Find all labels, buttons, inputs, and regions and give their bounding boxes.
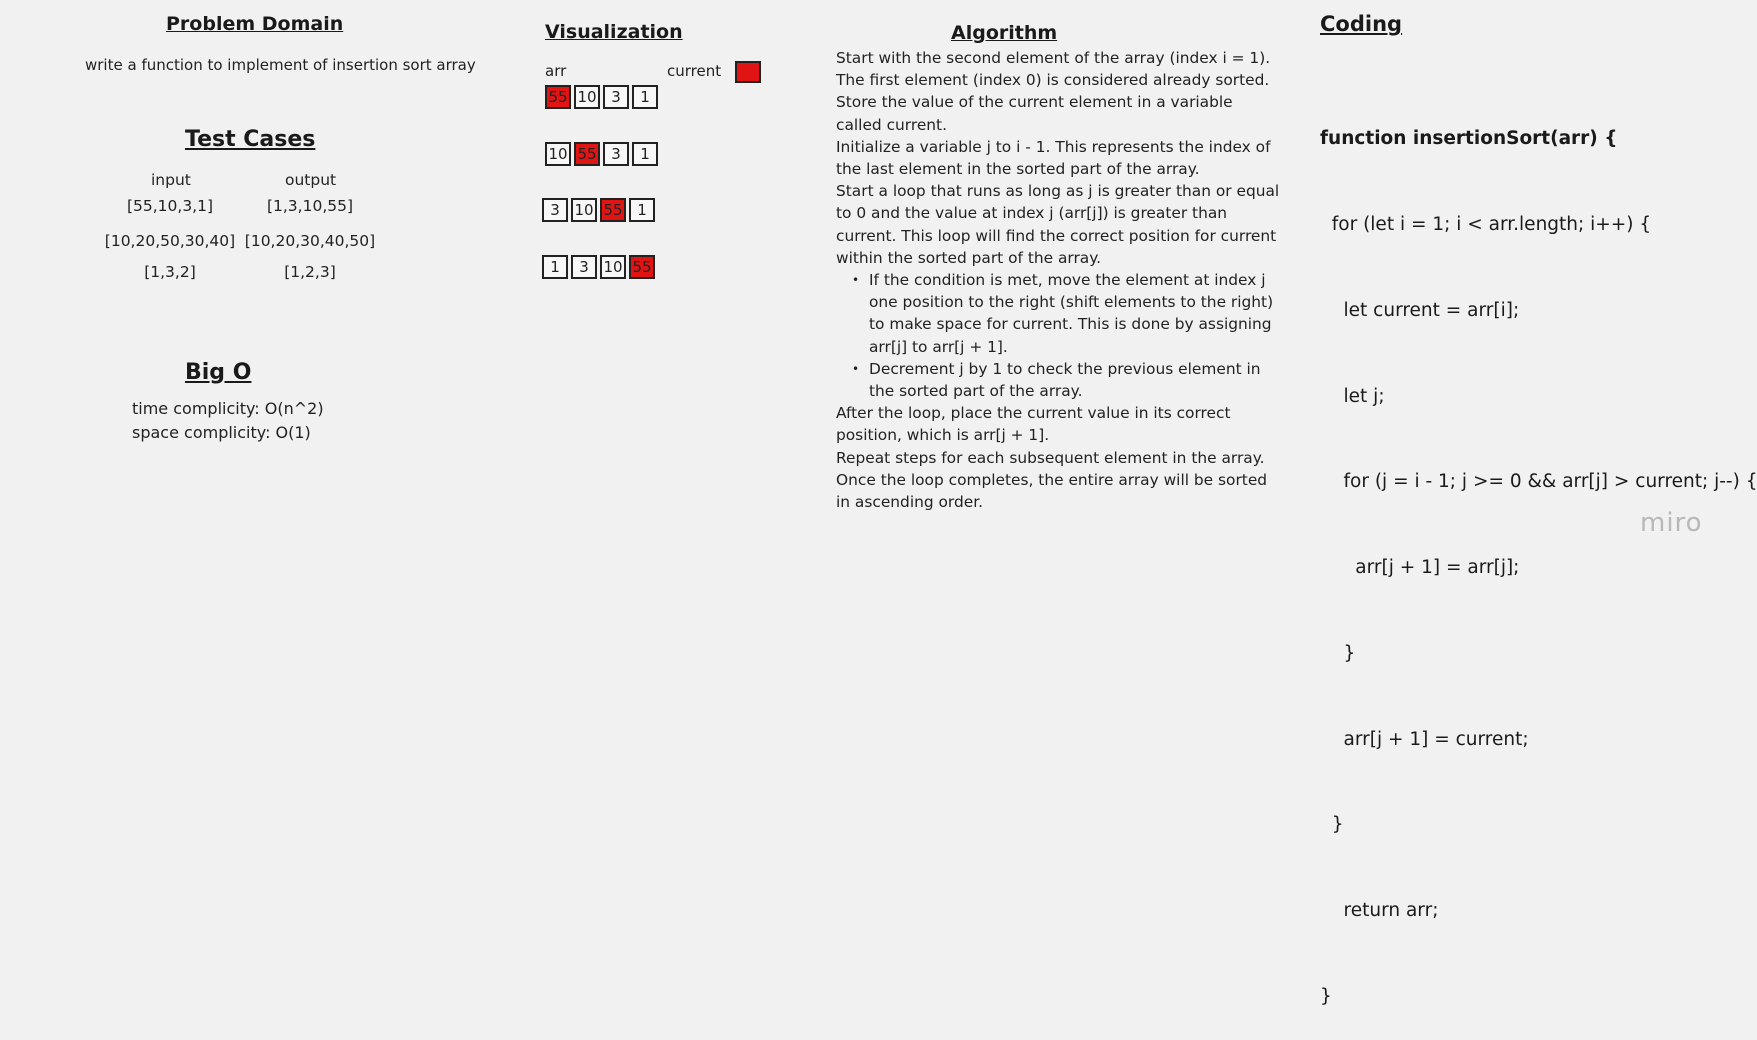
current-label: current (667, 62, 722, 80)
test-input-cell: [55,10,3,1] (126, 197, 214, 215)
algorithm-step: Initialize a variable j to i - 1. This r… (836, 137, 1271, 179)
algorithm-step: Repeat steps for each subsequent element… (836, 448, 1265, 467)
array-cell: 55 (600, 198, 626, 222)
code-line: let current = arr[i]; (1320, 299, 1520, 321)
visualization-heading: Visualization (545, 21, 683, 43)
code-line: } (1320, 986, 1332, 1007)
array-cell: 1 (629, 198, 655, 222)
miro-logo: miro (1640, 508, 1703, 538)
coding-heading: Coding (1320, 12, 1403, 36)
array-cell: 10 (571, 198, 597, 222)
current-value-box (735, 61, 761, 83)
algorithm-heading: Algorithm (951, 22, 1058, 44)
array-cell: 55 (629, 255, 655, 279)
code-line: return arr; (1320, 900, 1439, 922)
array-cell: 1 (632, 142, 658, 166)
code-line: for (let i = 1; i < arr.length; i++) { (1320, 213, 1652, 235)
test-output-cell: [10,20,30,40,50] (244, 232, 376, 250)
big-o-heading: Big O (185, 360, 252, 385)
test-input-label: input (151, 171, 191, 189)
test-input-cell: [1,3,2] (144, 263, 196, 281)
code-line: } (1320, 814, 1344, 836)
array-cell: 55 (545, 85, 571, 109)
array-cell: 1 (632, 85, 658, 109)
problem-description: write a function to implement of inserti… (85, 56, 476, 74)
array-step-row: 1 3 10 55 (542, 255, 658, 279)
array-cell: 55 (574, 142, 600, 166)
array-cell: 1 (542, 255, 568, 279)
array-step-row: 55 10 3 1 (545, 85, 661, 109)
test-output-cell: [1,3,10,55] (266, 197, 354, 215)
code-line: let j; (1320, 385, 1385, 407)
time-complexity: time complicity: O(n^2) (132, 399, 324, 418)
code-line: for (j = i - 1; j >= 0 && arr[j] > curre… (1320, 471, 1757, 493)
test-cases-heading: Test Cases (185, 127, 316, 152)
test-input-cell: [10,20,50,30,40] (104, 232, 236, 250)
algorithm-substeps: If the condition is met, move the elemen… (836, 269, 1281, 402)
algorithm-step: Store the value of the current element i… (836, 93, 1233, 134)
array-cell: 3 (603, 85, 629, 109)
algorithm-step: Start a loop that runs as long as j is g… (836, 182, 1280, 267)
array-step-row: 10 55 3 1 (545, 142, 661, 166)
array-cell: 10 (600, 255, 626, 279)
space-complexity: space complicity: O(1) (132, 423, 311, 442)
code-line: function insertionSort(arr) { (1320, 128, 1618, 150)
array-cell: 3 (542, 198, 568, 222)
problem-domain-heading: Problem Domain (166, 13, 344, 35)
code-line: arr[j + 1] = arr[j]; (1320, 557, 1520, 579)
arr-label: arr (545, 62, 567, 80)
array-cell: 3 (571, 255, 597, 279)
algorithm-bullet: If the condition is met, move the elemen… (852, 269, 1281, 358)
code-block: function insertionSort(arr) { for (let i… (1320, 68, 1757, 1040)
code-line: } (1320, 642, 1356, 664)
test-output-cell: [1,2,3] (284, 263, 336, 281)
algorithm-step: Start with the second element of the arr… (836, 49, 1271, 90)
algorithm-bullet: Decrement j by 1 to check the previous e… (852, 358, 1281, 402)
algorithm-steps: Start with the second element of the arr… (836, 47, 1281, 513)
array-cell: 10 (574, 85, 600, 109)
array-cell: 3 (603, 142, 629, 166)
algorithm-step: Once the loop completes, the entire arra… (836, 470, 1268, 512)
algorithm-step: After the loop, place the current value … (836, 404, 1231, 445)
array-cell: 10 (545, 142, 571, 166)
array-step-row: 3 10 55 1 (542, 198, 658, 222)
test-output-label: output (285, 171, 337, 189)
code-line: arr[j + 1] = current; (1320, 728, 1529, 750)
